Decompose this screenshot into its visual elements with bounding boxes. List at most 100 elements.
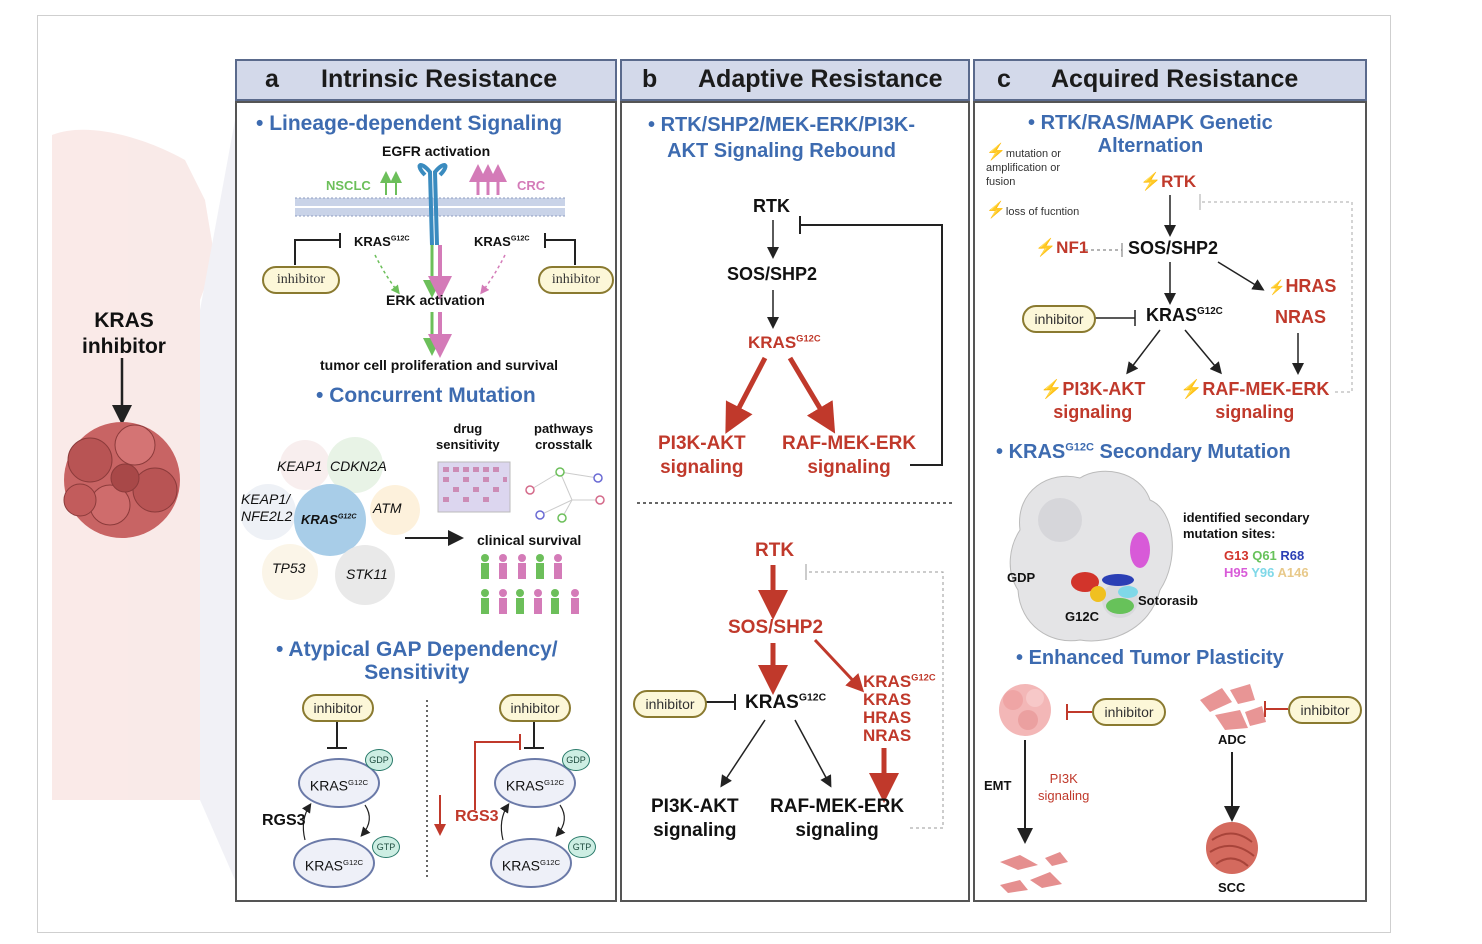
header-intrinsic: a Intrinsic Resistance	[235, 59, 617, 101]
sos-shp2-node-bottom: SOS/SHP2	[728, 617, 824, 638]
tumor-icon	[63, 422, 180, 538]
rgs3-label-right: RGS3	[455, 808, 499, 825]
gene-tp53: TP53	[272, 560, 306, 576]
erk-label: ERK activation	[386, 292, 485, 308]
panel-title-b: Adaptive Resistance	[698, 65, 943, 93]
rtk-node-c: ⚡RTK	[1140, 172, 1197, 191]
people-icons	[481, 554, 579, 614]
inhibitor-pill-a-left: inhibitor	[262, 266, 340, 294]
pi3k-node-c: ⚡PI3K-AKT signaling	[1040, 379, 1146, 422]
kras-inhibitor-label: KRAS inhibitor	[82, 309, 166, 358]
raf-node-c: ⚡RAF-MEK-ERK signaling	[1180, 379, 1330, 422]
kras-gdp-node-right: KRASG12C	[494, 758, 576, 808]
crc-label: CRC	[517, 178, 546, 193]
panel-intrinsic	[235, 101, 617, 902]
concurrent-heading: • Concurrent Mutation	[316, 384, 536, 407]
kras-gdp-node-left: KRASG12C	[298, 758, 380, 808]
panel-title-a: Intrinsic Resistance	[321, 65, 558, 93]
kras-left-label: KRASG12C	[354, 234, 410, 249]
nsclc-label: NSCLC	[326, 178, 371, 193]
panel-adaptive	[620, 101, 970, 902]
protein-structure	[1009, 470, 1173, 642]
site-y96: Y96	[1251, 565, 1275, 580]
inhibitor-pill-c-emt: inhibitor	[1092, 698, 1166, 726]
scc-cell-icon	[1206, 822, 1258, 874]
panel-acquired	[973, 101, 1367, 902]
inhibitor-pill-c: inhibitor	[1022, 305, 1096, 333]
nras-node: NRAS	[1275, 307, 1327, 327]
site-h95: H95	[1224, 565, 1248, 580]
adc-label: ADC	[1218, 732, 1247, 747]
gtp-badge-left: GTP	[372, 836, 400, 858]
plasticity-heading: • Enhanced Tumor Plasticity	[1016, 647, 1284, 669]
kras-node-c: KRASG12C	[1146, 305, 1223, 325]
egfr-label: EGFR activation	[382, 143, 491, 159]
site-a146: A146	[1277, 565, 1309, 580]
gene-stk11: STK11	[346, 566, 388, 582]
inhibitor-pill-gap-right: inhibitor	[499, 694, 571, 722]
rgs3-label-left: RGS3	[262, 812, 306, 829]
sos-shp2-node-top: SOS/SHP2	[727, 264, 818, 284]
mesenchymal-cells-icon	[1000, 852, 1068, 893]
gdp-badge-left: GDP	[365, 749, 393, 771]
panel-letter-a: a	[265, 65, 279, 93]
gene-cdkn2a: CDKN2A	[330, 458, 387, 474]
gene-keap1: KEAP1	[277, 458, 323, 474]
atypical-heading: • Atypical GAP Dependency/ Sensitivity	[276, 638, 558, 684]
adc-cells-icon	[1200, 684, 1266, 730]
identified-sites-label: identified secondary mutation sites:	[1183, 510, 1310, 541]
inhibitor-pill-c-adc: inhibitor	[1288, 696, 1362, 724]
panel-letter-b: b	[642, 65, 658, 93]
panel-letter-c: c	[997, 65, 1011, 93]
pi3k-node-bottom: PI3K-AKT signaling	[651, 796, 739, 841]
kras-right-label: KRASG12C	[474, 234, 530, 249]
cell-cluster-icon	[999, 684, 1051, 736]
lineage-heading: • Lineage-dependent Signaling	[256, 112, 563, 135]
emt-label: EMT	[984, 778, 1012, 793]
rebound-heading: • RTK/SHP2/MEK-ERK/PI3K- AKT Signaling R…	[648, 114, 916, 162]
gtp-badge-right: GTP	[568, 836, 596, 858]
pathways-crosstalk-label: pathways crosstalk	[534, 421, 594, 452]
site-r68: R68	[1280, 548, 1305, 563]
drug-sensitivity-label: drug sensitivity	[436, 421, 500, 452]
ras-list-label: KRAS HRAS NRAS	[863, 690, 912, 745]
raf-node-bottom: RAF-MEK-ERK signaling	[770, 796, 905, 841]
rtk-node-bottom: RTK	[755, 540, 795, 561]
tumor-label: tumor cell proliferation and survival	[320, 357, 559, 373]
kras-node-top: KRASG12C	[748, 333, 821, 352]
gene-atm: ATM	[373, 500, 402, 516]
gdp-label-c: GDP	[1007, 570, 1036, 585]
g12c-label: G12C	[1065, 609, 1099, 624]
site-g13: G13	[1224, 548, 1249, 563]
gene-keap1-nfe2l2: KEAP1/ NFE2L2	[241, 491, 293, 524]
sos-shp2-node-c: SOS/SHP2	[1128, 238, 1219, 258]
header-acquired: c Acquired Resistance	[973, 59, 1367, 101]
rtk-node-top: RTK	[753, 196, 790, 216]
panel-title-c: Acquired Resistance	[1051, 65, 1299, 93]
figure-frame	[37, 15, 1391, 933]
header-adaptive: b Adaptive Resistance	[620, 59, 970, 101]
pi3k-node-top: PI3K-AKT signaling	[658, 433, 746, 478]
clinical-survival-label: clinical survival	[477, 532, 582, 548]
raf-node-top: RAF-MEK-ERK signaling	[782, 433, 917, 478]
inhibitor-pill-b: inhibitor	[633, 690, 707, 718]
kras-node-bottom: KRASG12C	[745, 692, 827, 713]
legend-mutation: ⚡mutation or amplification or fusion	[986, 144, 1061, 189]
nf1-node: ⚡NF1	[1035, 238, 1089, 257]
site-q61: Q61	[1252, 548, 1277, 563]
pi3k-signaling-label: PI3K signaling	[1038, 771, 1090, 803]
hras-node: ⚡HRAS	[1268, 276, 1337, 296]
scc-label: SCC	[1218, 880, 1246, 895]
genetic-heading: • RTK/RAS/MAPK Genetic Alternation	[1028, 112, 1273, 157]
secondary-heading: • KRASG12C Secondary Mutation	[996, 441, 1291, 463]
legend-loss: ⚡loss of fucntion	[986, 202, 1080, 219]
kras-gtp-node-left: KRASG12C	[293, 838, 375, 888]
inhibitor-pill-gap-left: inhibitor	[302, 694, 374, 722]
kras-gtp-node-right: KRASG12C	[490, 838, 572, 888]
gene-kras: KRASG12C	[301, 512, 357, 527]
inhibitor-pill-a-right: inhibitor	[538, 266, 614, 294]
sotorasib-label: Sotorasib	[1138, 593, 1198, 608]
mutation-sites-list: G13 Q61 R68 H95 Y96 A146	[1224, 547, 1334, 581]
kras-alt-label: KRASG12C	[863, 672, 936, 691]
